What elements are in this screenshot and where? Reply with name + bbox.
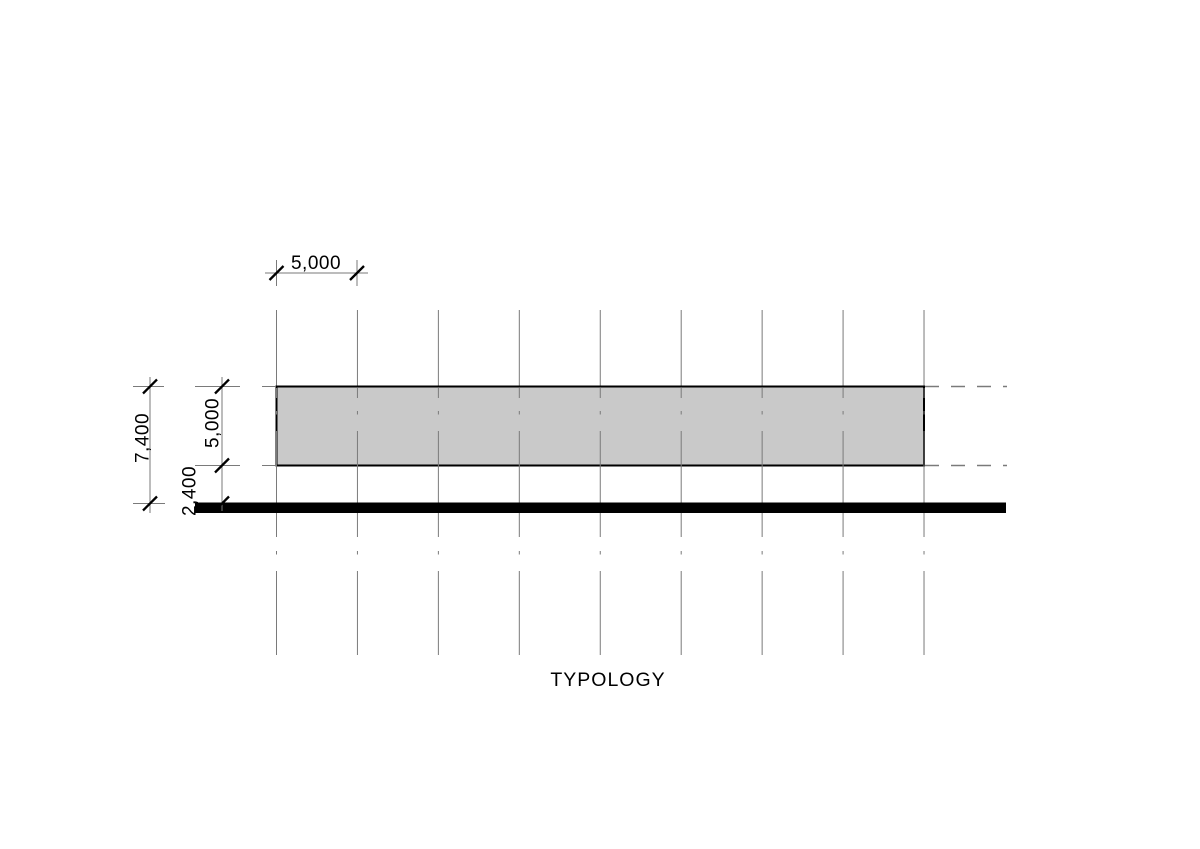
tick-mark: [268, 265, 285, 281]
dim-label-bay-width: 5,000: [291, 253, 341, 274]
drawing-title: TYPOLOGY: [550, 669, 665, 691]
slab-height-dimension: 5,000 2,400: [180, 377, 276, 516]
dim-label-slab-height: 5,000: [203, 398, 224, 448]
bay-width-dimension: 5,000: [265, 253, 368, 286]
tick-mark: [214, 457, 230, 474]
tick-mark: [142, 378, 158, 395]
ground-line: [195, 502, 1006, 513]
tick-mark: [349, 265, 365, 281]
grid-lines: [276, 310, 925, 656]
tick-mark: [214, 378, 230, 395]
dim-label-total-height: 7,400: [133, 413, 154, 463]
dim-label-ground-clearance: 2,400: [180, 466, 201, 516]
total-height-dimension: 7,400: [133, 377, 165, 513]
tick-mark: [142, 495, 158, 512]
tick-mark: [214, 495, 230, 512]
